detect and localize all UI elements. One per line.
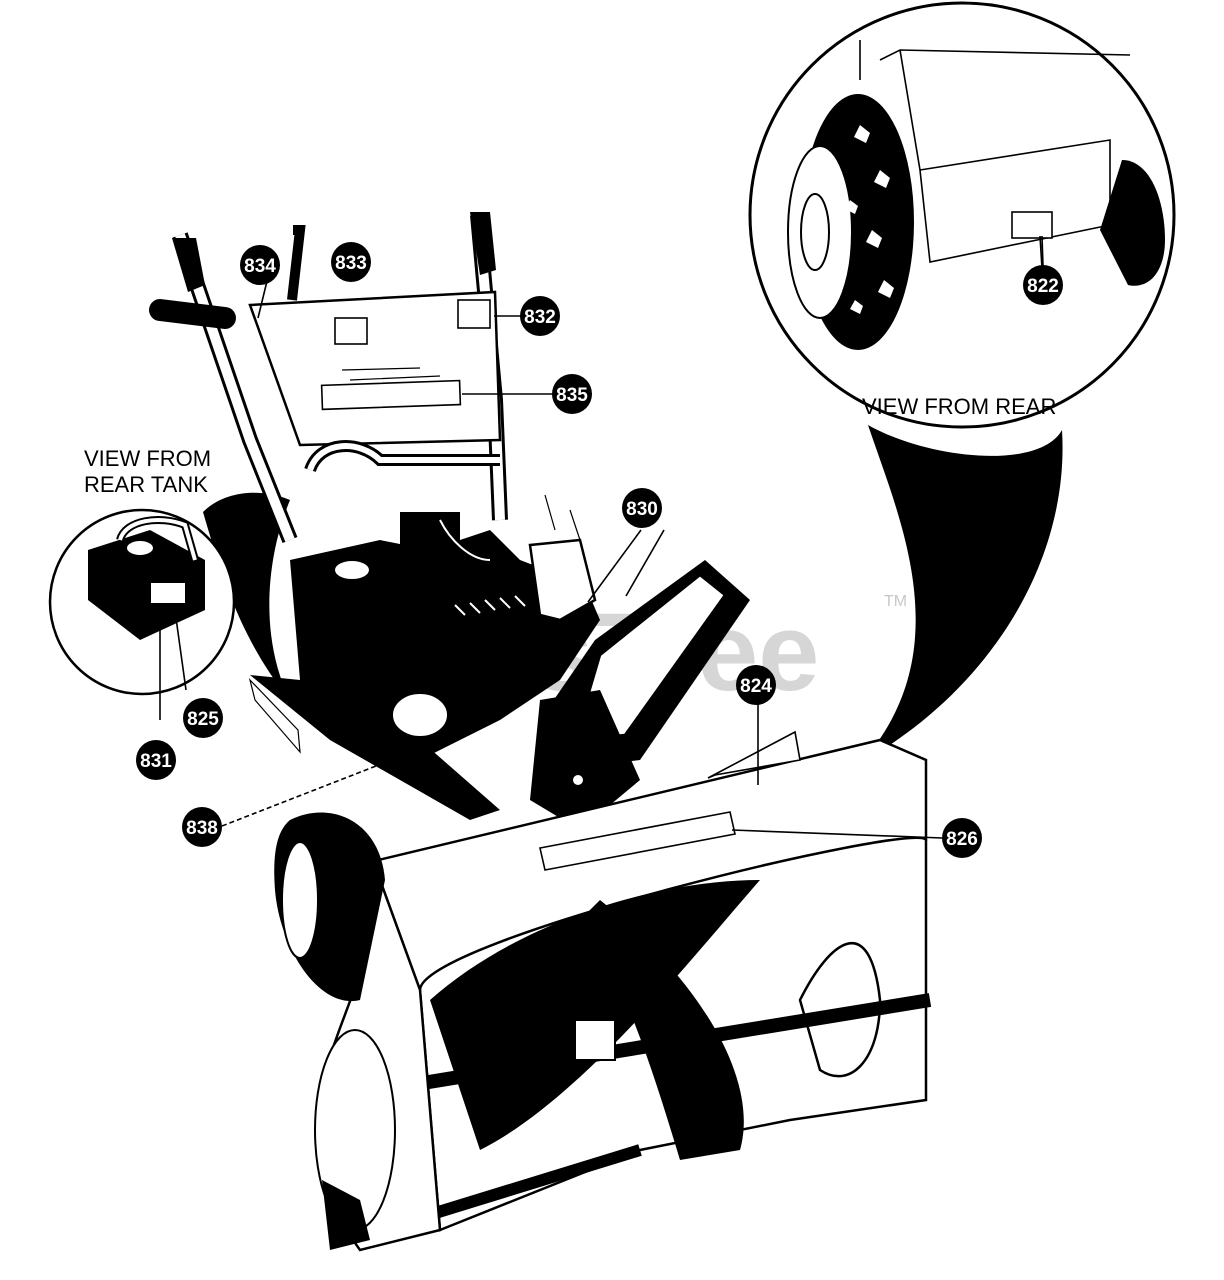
callout-826: 826	[942, 818, 982, 858]
svg-text:826: 826	[946, 829, 978, 850]
svg-text:838: 838	[186, 818, 218, 839]
svg-text:830: 830	[626, 499, 658, 520]
callout-834: 834	[240, 245, 280, 285]
svg-text:832: 832	[524, 307, 556, 328]
svg-text:825: 825	[187, 709, 219, 730]
snow-thrower-drawing	[149, 212, 932, 1252]
svg-text:835: 835	[556, 385, 588, 406]
rear-view-label: VIEW FROM REAR	[862, 394, 1056, 419]
svg-text:831: 831	[140, 751, 172, 772]
rear-view-inset	[748, 1, 1176, 762]
rear-tank-label-line1: VIEW FROM	[84, 446, 211, 471]
callout-838: 838	[182, 807, 222, 847]
svg-text:834: 834	[244, 256, 276, 277]
callout-824: 824	[736, 665, 776, 705]
svg-text:822: 822	[1027, 276, 1059, 297]
callout-832: 832	[520, 296, 560, 336]
watermark-trademark: TM	[884, 593, 907, 610]
callout-833: 833	[331, 242, 371, 282]
callout-835: 835	[552, 374, 592, 414]
svg-text:833: 833	[335, 253, 367, 274]
rear-tank-label-line2: REAR TANK	[84, 472, 208, 497]
callout-830: 830	[622, 488, 662, 528]
svg-text:824: 824	[740, 676, 772, 697]
callout-825: 825	[183, 698, 223, 738]
callout-831: 831	[136, 740, 176, 780]
rear-tank-inset	[48, 492, 290, 720]
callout-822: 822	[1023, 265, 1063, 305]
